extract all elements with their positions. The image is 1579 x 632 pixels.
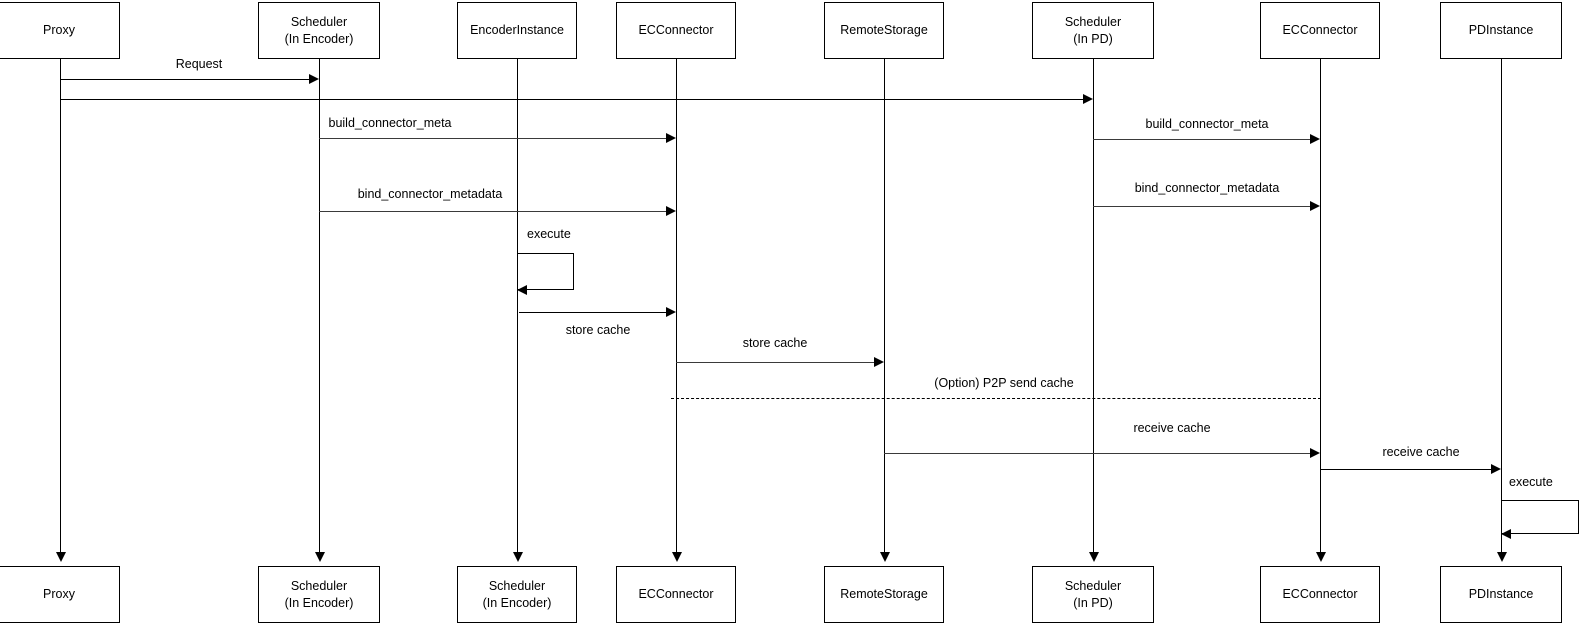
lifeline-end-arrow-scheduler-in-encoder [315,552,325,562]
participant-label: Proxy [43,23,75,38]
message-line-build-connector-meta-left [319,138,667,139]
participant-label: Scheduler [290,14,348,29]
participant-sublabel: (In Encoder) [284,595,354,610]
lifeline-end-arrow-pd-instance [1497,552,1507,562]
lifeline-end-arrow-ec-connector-encoder [672,552,682,562]
participant-label: ECConnector [1282,587,1358,602]
lifeline-end-arrow-ec-connector-pd [1316,552,1326,562]
message-arrowhead-build-connector-meta-left [666,133,676,143]
participant-box-bottom-ec-connector-pd[interactable]: ECConnector [1260,566,1380,623]
participant-label: ECConnector [638,587,714,602]
message-label-bind-connector-metadata-right: bind_connector_metadata [1134,181,1280,195]
message-label-build-connector-meta-right: build_connector_meta [1145,117,1269,131]
lifeline-remote-storage [884,59,885,554]
participant-label: PDInstance [1468,23,1534,38]
message-label-store-cache-remote: store cache [742,336,808,350]
message-line-store-cache-local [519,312,667,313]
lifeline-scheduler-in-encoder [319,59,320,554]
participant-label: Scheduler [1064,14,1122,29]
lifeline-pd-instance [1501,59,1502,554]
message-arrowhead-receive-cache-pd [1491,464,1501,474]
message-line-bind-connector-metadata-right [1093,206,1311,207]
message-arrowhead-execute-encoder [517,285,527,295]
participant-box-bottom-scheduler-in-pd[interactable]: Scheduler (In PD) [1032,566,1154,623]
message-line-p2p-send-cache [671,398,1321,399]
participant-box-top-proxy[interactable]: Proxy [0,2,120,59]
message-label-bind-connector-metadata-left: bind_connector_metadata [357,187,503,201]
lifeline-end-arrow-scheduler-in-pd [1089,552,1099,562]
participant-label: ECConnector [1282,23,1358,38]
message-line-build-connector-meta-right [1093,139,1311,140]
message-line-receive-cache-pd [1320,469,1492,470]
message-label-receive-cache-pd: receive cache [1382,445,1460,459]
participant-label: PDInstance [1468,587,1534,602]
message-label-build-connector-meta-left: build_connector_meta [328,116,452,130]
lifeline-ec-connector-pd [1320,59,1321,554]
participant-box-top-pd-instance[interactable]: PDInstance [1440,2,1562,59]
message-arrowhead-receive-cache-remote [1310,448,1320,458]
lifeline-ec-connector-encoder [676,59,677,554]
participant-box-top-ec-connector-encoder[interactable]: ECConnector [616,2,736,59]
participant-label: EncoderInstance [470,23,564,38]
message-arrowhead-request [309,74,319,84]
message-label-execute-pd: execute [1509,475,1553,489]
participant-label: RemoteStorage [840,23,928,38]
message-line-request [60,79,310,80]
message-arrowhead-store-cache-local [666,307,676,317]
participant-box-bottom-scheduler-in-encoder[interactable]: Scheduler (In Encoder) [258,566,380,623]
message-line-proxy-to-scheduler-pd [60,99,1084,100]
participant-label: Proxy [43,587,75,602]
message-line-bind-connector-metadata-left [319,211,667,212]
participant-box-bottom-proxy[interactable]: Proxy [0,566,120,623]
participant-box-top-ec-connector-pd[interactable]: ECConnector [1260,2,1380,59]
lifeline-scheduler-in-pd [1093,59,1094,554]
message-label-request: Request [175,57,223,71]
lifeline-proxy [60,59,61,554]
participant-sublabel: (In Encoder) [482,595,552,610]
message-label-p2p-send-cache: (Option) P2P send cache [934,376,1074,390]
participant-label: RemoteStorage [840,587,928,602]
lifeline-end-arrow-encoder-instance [513,552,523,562]
lifeline-end-arrow-remote-storage [880,552,890,562]
participant-sublabel: (In PD) [1073,595,1113,610]
participant-box-top-scheduler-in-encoder[interactable]: Scheduler (In Encoder) [258,2,380,59]
message-line-receive-cache-remote [884,453,1311,454]
participant-box-bottom-encoder-instance[interactable]: Scheduler (In Encoder) [457,566,577,623]
message-arrowhead-execute-pd [1501,529,1511,539]
participant-box-top-scheduler-in-pd[interactable]: Scheduler (In PD) [1032,2,1154,59]
lifeline-end-arrow-proxy [56,552,66,562]
participant-label: Scheduler [1064,578,1122,593]
participant-box-bottom-pd-instance[interactable]: PDInstance [1440,566,1562,623]
participant-box-top-remote-storage[interactable]: RemoteStorage [824,2,944,59]
lifeline-encoder-instance [517,59,518,554]
message-arrowhead-bind-connector-metadata-left [666,206,676,216]
participant-label: Scheduler [488,578,546,593]
message-arrowhead-store-cache-remote [874,357,884,367]
participant-sublabel: (In PD) [1073,31,1113,46]
participant-sublabel: (In Encoder) [284,31,354,46]
message-arrowhead-proxy-to-scheduler-pd [1083,94,1093,104]
participant-label: ECConnector [638,23,714,38]
participant-box-bottom-remote-storage[interactable]: RemoteStorage [824,566,944,623]
message-label-store-cache-local: store cache [565,323,631,337]
message-selfloop-execute-encoder [517,253,574,290]
message-arrowhead-bind-connector-metadata-right [1310,201,1320,211]
message-line-store-cache-remote [676,362,875,363]
message-arrowhead-build-connector-meta-right [1310,134,1320,144]
participant-box-bottom-ec-connector-encoder[interactable]: ECConnector [616,566,736,623]
message-selfloop-execute-pd [1501,500,1579,534]
message-label-execute-encoder: execute [527,227,571,241]
participant-label: Scheduler [290,578,348,593]
participant-box-top-encoder-instance[interactable]: EncoderInstance [457,2,577,59]
message-label-receive-cache-remote: receive cache [1133,421,1211,435]
